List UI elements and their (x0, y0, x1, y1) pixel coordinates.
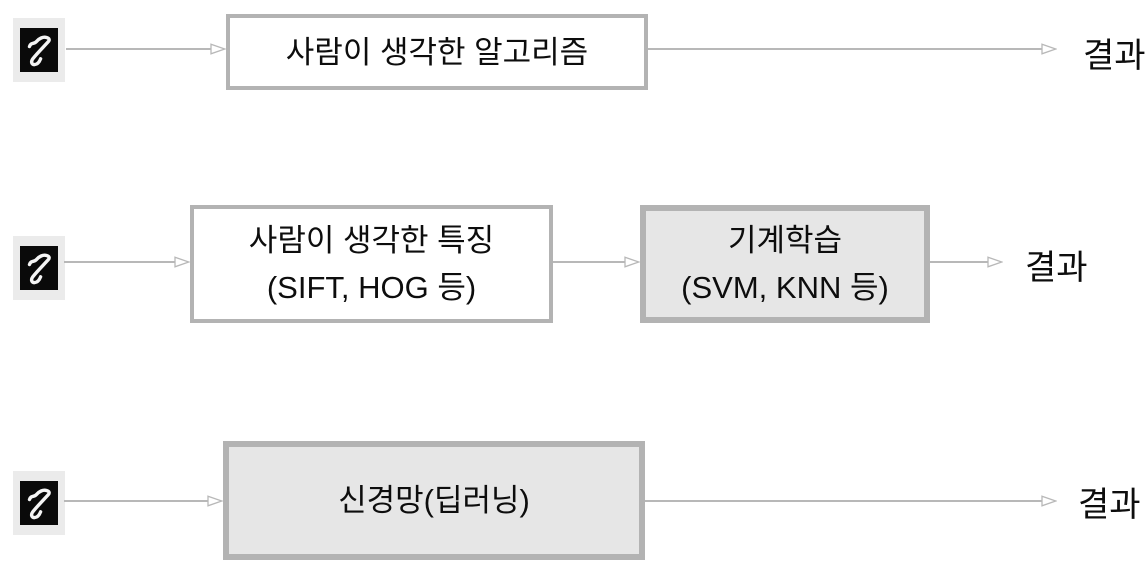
handwritten-digit-5-icon (27, 253, 51, 285)
arrow-head-icon (210, 43, 226, 55)
box-neural-network: 신경망(딥러닝) (223, 441, 645, 560)
flow-arrow (645, 495, 1057, 507)
box-label-line1: 사람이 생각한 특징 (248, 223, 495, 258)
flow-arrow (553, 256, 640, 268)
box-machine-learning: 기계학습 (SVM, KNN 등) (640, 205, 930, 323)
result-label: 결과 (1083, 36, 1146, 75)
flow-arrow (66, 43, 226, 55)
handwritten-digit-5-icon (27, 35, 51, 67)
mnist-image-frame (20, 28, 58, 72)
flow-arrow (64, 256, 190, 268)
arrow-head-icon (624, 256, 640, 268)
input-image-tile (13, 18, 65, 82)
arrow-line (553, 261, 627, 263)
input-image-tile (13, 236, 65, 300)
mnist-image-frame (20, 246, 58, 290)
box-label-line2: (SIFT, HOG 등) (266, 270, 477, 305)
arrow-line (930, 261, 990, 263)
box-label: 사람이 생각한 알고리즘 (285, 34, 589, 70)
arrow-line (645, 500, 1044, 502)
arrow-line (64, 500, 210, 502)
arrow-head-icon (1041, 495, 1057, 507)
arrow-line (64, 261, 177, 263)
box-human-features: 사람이 생각한 특징 (SIFT, HOG 등) (190, 205, 553, 323)
result-label: 결과 (1078, 485, 1141, 524)
box-label-line1: 기계학습 (727, 223, 843, 258)
box-human-algorithm: 사람이 생각한 알고리즘 (226, 14, 648, 90)
result-label: 결과 (1025, 248, 1088, 287)
arrow-line (648, 48, 1044, 50)
box-label: 신경망(딥러닝) (338, 483, 530, 518)
mnist-image-frame (20, 481, 58, 525)
arrow-line (66, 48, 213, 50)
arrow-head-icon (174, 256, 190, 268)
handwritten-digit-5-icon (27, 488, 51, 520)
flow-arrow (64, 495, 223, 507)
input-image-tile (13, 471, 65, 535)
flow-arrow (930, 256, 1003, 268)
box-label-line2: (SVM, KNN 등) (681, 270, 889, 305)
arrow-head-icon (1041, 43, 1057, 55)
flow-arrow (648, 43, 1057, 55)
arrow-head-icon (987, 256, 1003, 268)
arrow-head-icon (207, 495, 223, 507)
